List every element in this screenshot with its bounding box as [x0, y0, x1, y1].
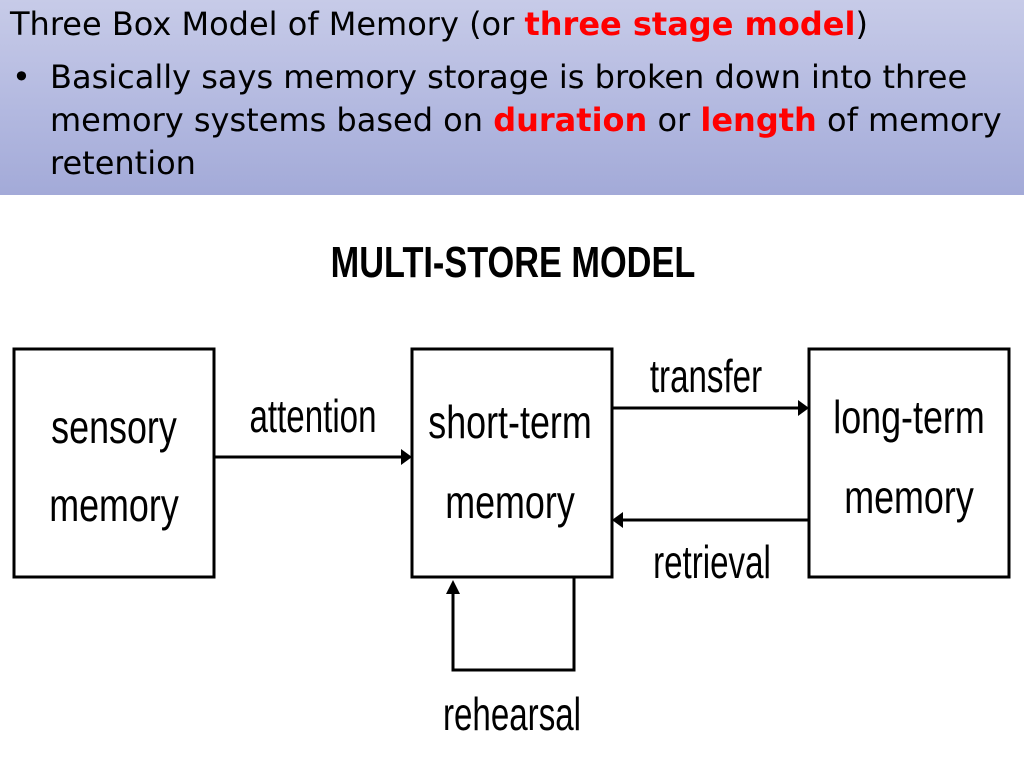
rehearsal-loop: rehearsal: [443, 577, 581, 740]
slide-header: Three Box Model of Memory (or three stag…: [0, 0, 1024, 195]
title-suffix: ): [855, 5, 868, 43]
bullet-marker: •: [12, 58, 31, 96]
title-highlight: three stage model: [524, 5, 856, 43]
sensory-memory-box: sensory memory: [12, 347, 216, 579]
slide-title: Three Box Model of Memory (or three stag…: [10, 2, 868, 46]
transfer-arrow: transfer: [612, 352, 809, 416]
retrieval-arrow: retrieval: [612, 512, 809, 588]
short-term-memory-label-line1: short-term: [428, 397, 591, 448]
title-prefix: Three Box Model of Memory (or: [10, 5, 525, 43]
bullet-text-part-1: Basically says memory storage is broken …: [50, 58, 968, 139]
rehearsal-label: rehearsal: [443, 690, 581, 740]
long-term-memory-box: long-term memory: [807, 347, 1011, 579]
retrieval-label: retrieval: [653, 538, 771, 588]
bullet-text: Basically says memory storage is broken …: [50, 56, 1015, 185]
bullet-highlight-duration: duration: [493, 101, 648, 139]
short-term-memory-box: short-term memory: [410, 347, 614, 579]
sensory-memory-label-line1: sensory: [51, 402, 177, 453]
attention-arrow: attention: [214, 392, 412, 465]
bullet-text-part-2: or: [647, 101, 701, 139]
sensory-memory-label-line2: memory: [49, 480, 179, 531]
long-term-memory-label-line1: long-term: [833, 392, 985, 443]
short-term-memory-label-line2: memory: [445, 477, 575, 528]
bullet-text-part-3: of memory retention: [50, 101, 1002, 182]
bullet-highlight-length: length: [700, 101, 817, 139]
long-term-memory-label-line2: memory: [844, 472, 974, 523]
transfer-label: transfer: [650, 352, 762, 402]
attention-label: attention: [249, 392, 376, 442]
diagram-title: MULTI-STORE MODEL: [331, 238, 696, 287]
